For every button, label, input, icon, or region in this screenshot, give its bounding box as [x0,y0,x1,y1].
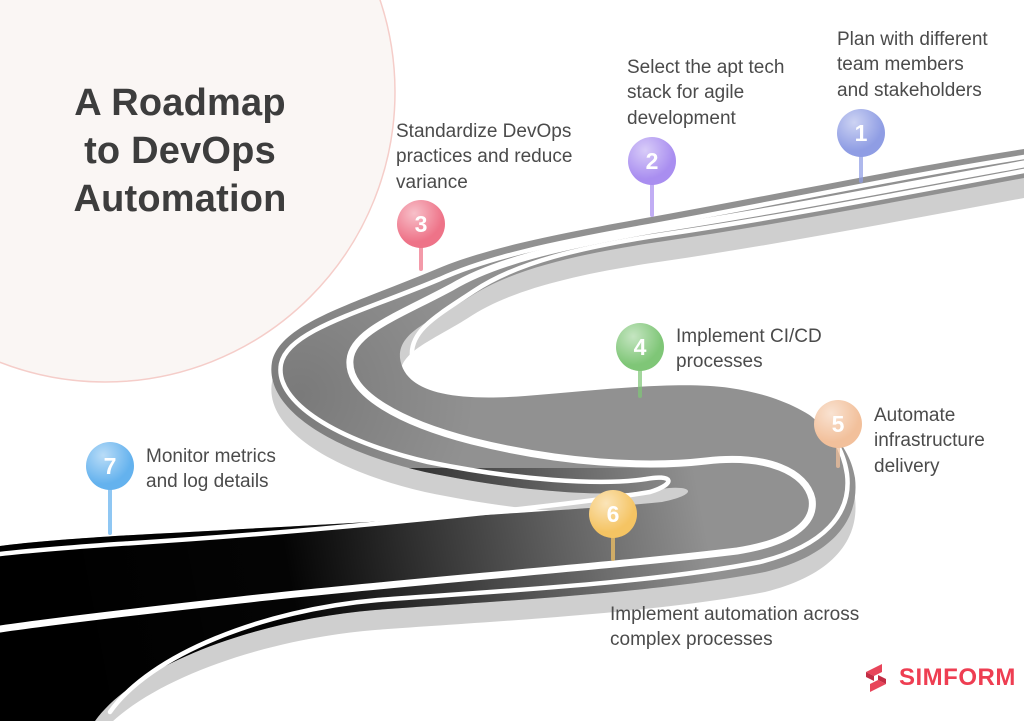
step-number: 1 [854,119,868,146]
step-number: 4 [633,333,647,360]
pin-stem [638,347,642,398]
pin-head: 5 [814,400,862,448]
step-label-3: Standardize DevOps practices and reduce … [396,121,573,193]
step-number: 7 [103,452,117,479]
step-label-2: Select the apt tech stack for agile deve… [627,57,785,129]
pin-stem [650,161,654,217]
pin-head: 7 [86,442,134,490]
pin-head: 4 [616,323,664,371]
step-number: 3 [414,210,428,237]
step-label-4: Implement CI/CD processes [676,326,822,373]
pin-head: 1 [837,109,885,157]
step-number: 5 [831,410,845,437]
decorative-circle [0,0,396,383]
step-label-7: Monitor metrics and log details [146,446,276,493]
simform-logo-icon [866,664,886,692]
step-number: 2 [645,147,659,174]
step-label-1: Plan with different team members and sta… [837,29,988,101]
pin-stem [108,466,112,535]
pin-head: 6 [589,490,637,538]
pin-stem [859,133,863,183]
step-label-5: Automate infrastructure delivery [874,405,985,477]
step-number: 6 [606,500,620,527]
pin-head: 2 [628,137,676,185]
page-title: A Roadmap to DevOps Automation [73,82,287,220]
brand-logo: SIMFORM [860,662,1016,694]
brand-name: SIMFORM [899,664,1016,691]
step-label-6: Implement automation across complex proc… [610,604,860,651]
pin-head: 3 [397,200,445,248]
road-markings [0,154,1024,715]
